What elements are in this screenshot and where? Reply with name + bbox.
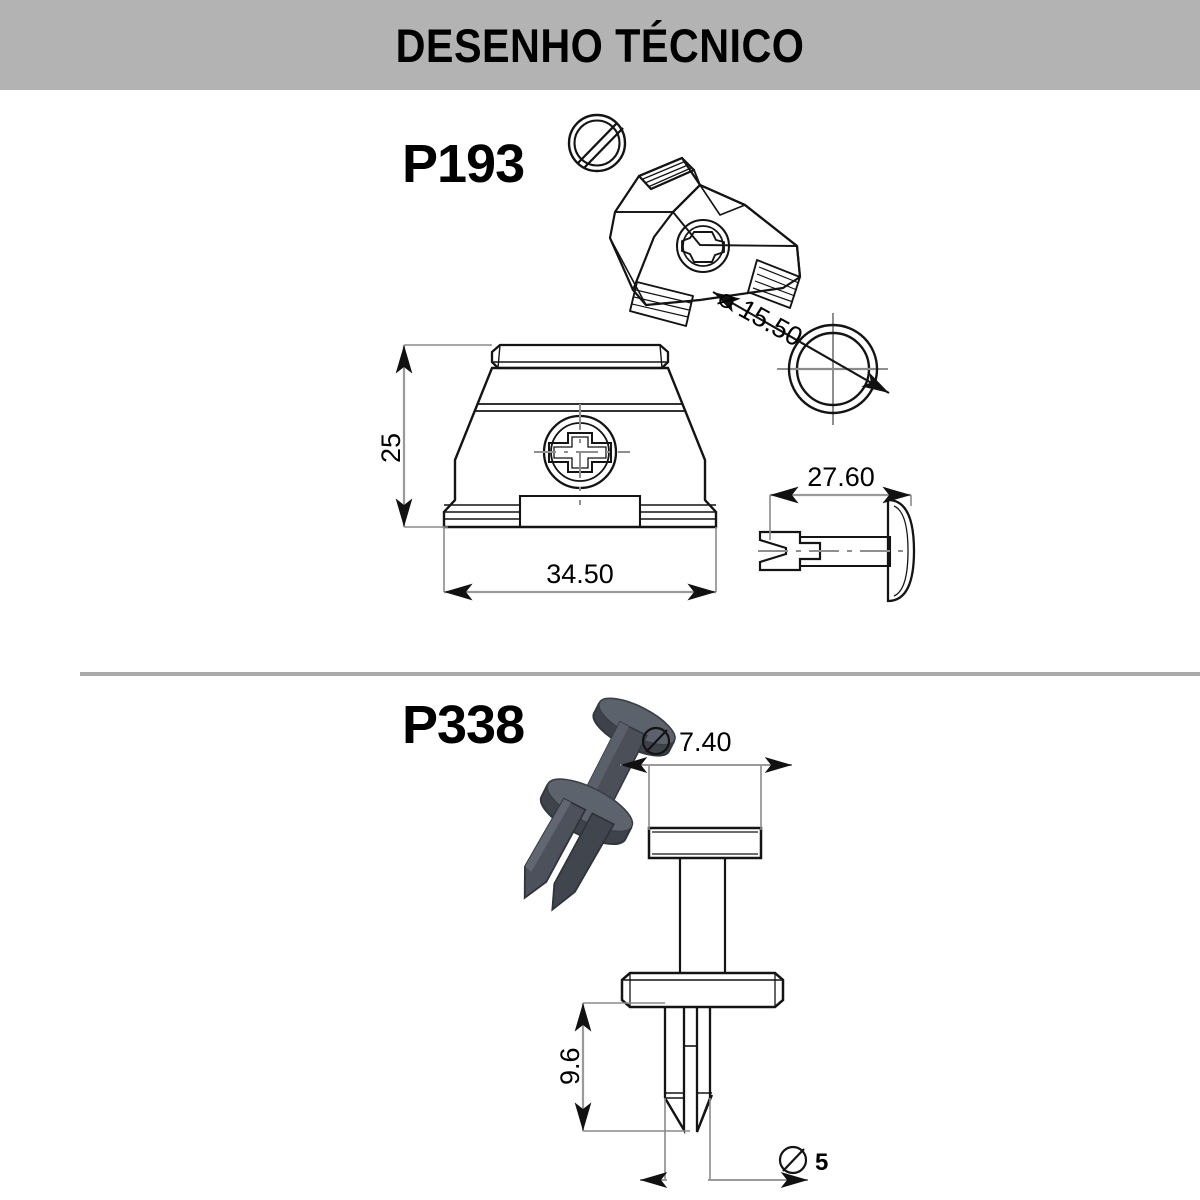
diameter-symbol-icon-2 (778, 1145, 808, 1175)
dimension-height-9-6: 9.6 (555, 1002, 690, 1132)
page-title: DESENHO TÉCNICO (395, 18, 805, 72)
slotted-screw-head-icon (567, 113, 627, 173)
dimension-diameter-5: 5 (640, 1098, 828, 1188)
dimension-text-5: 5 (815, 1149, 828, 1176)
dimension-length-27-60: 27.60 (769, 462, 912, 540)
dimension-text-7-40: 7.40 (679, 727, 732, 757)
diameter-leader-line (712, 291, 890, 394)
dimension-text-15-50: ⌀ 15.50 (713, 282, 807, 353)
p193-isometric-view (567, 113, 802, 327)
section-divider (80, 672, 1200, 676)
dimension-diameter-7-40: 7.40 (620, 726, 792, 830)
header-band (0, 0, 1200, 90)
dimension-text-9-6: 9.6 (555, 1047, 585, 1085)
dimension-height-25: 25 (376, 344, 492, 528)
dimension-text-27-60: 27.60 (807, 462, 875, 492)
part-label-p338: P338 (402, 695, 525, 755)
dimension-text-25: 25 (376, 433, 406, 463)
p338-isometric-view (523, 697, 676, 912)
p193-side-view (758, 498, 916, 603)
outer-circle (787, 323, 879, 415)
inner-circle (795, 331, 871, 407)
dimension-width-34-50: 34.50 (443, 527, 717, 601)
part-label-p193: P193 (402, 134, 525, 194)
p338-front-view (620, 826, 785, 1135)
front-cross-recess-icon (542, 414, 618, 490)
dimension-label-15-50: ⌀ 15.50 (713, 282, 807, 353)
p193-front-view (442, 343, 718, 529)
dimension-text-34-50: 34.50 (546, 559, 614, 589)
p193-clip-body-3d (608, 156, 802, 327)
p193-diameter-detail-view: ⌀ 15.50 (712, 282, 890, 425)
diameter-symbol-icon (641, 726, 671, 756)
cross-recess-icon (675, 218, 731, 274)
